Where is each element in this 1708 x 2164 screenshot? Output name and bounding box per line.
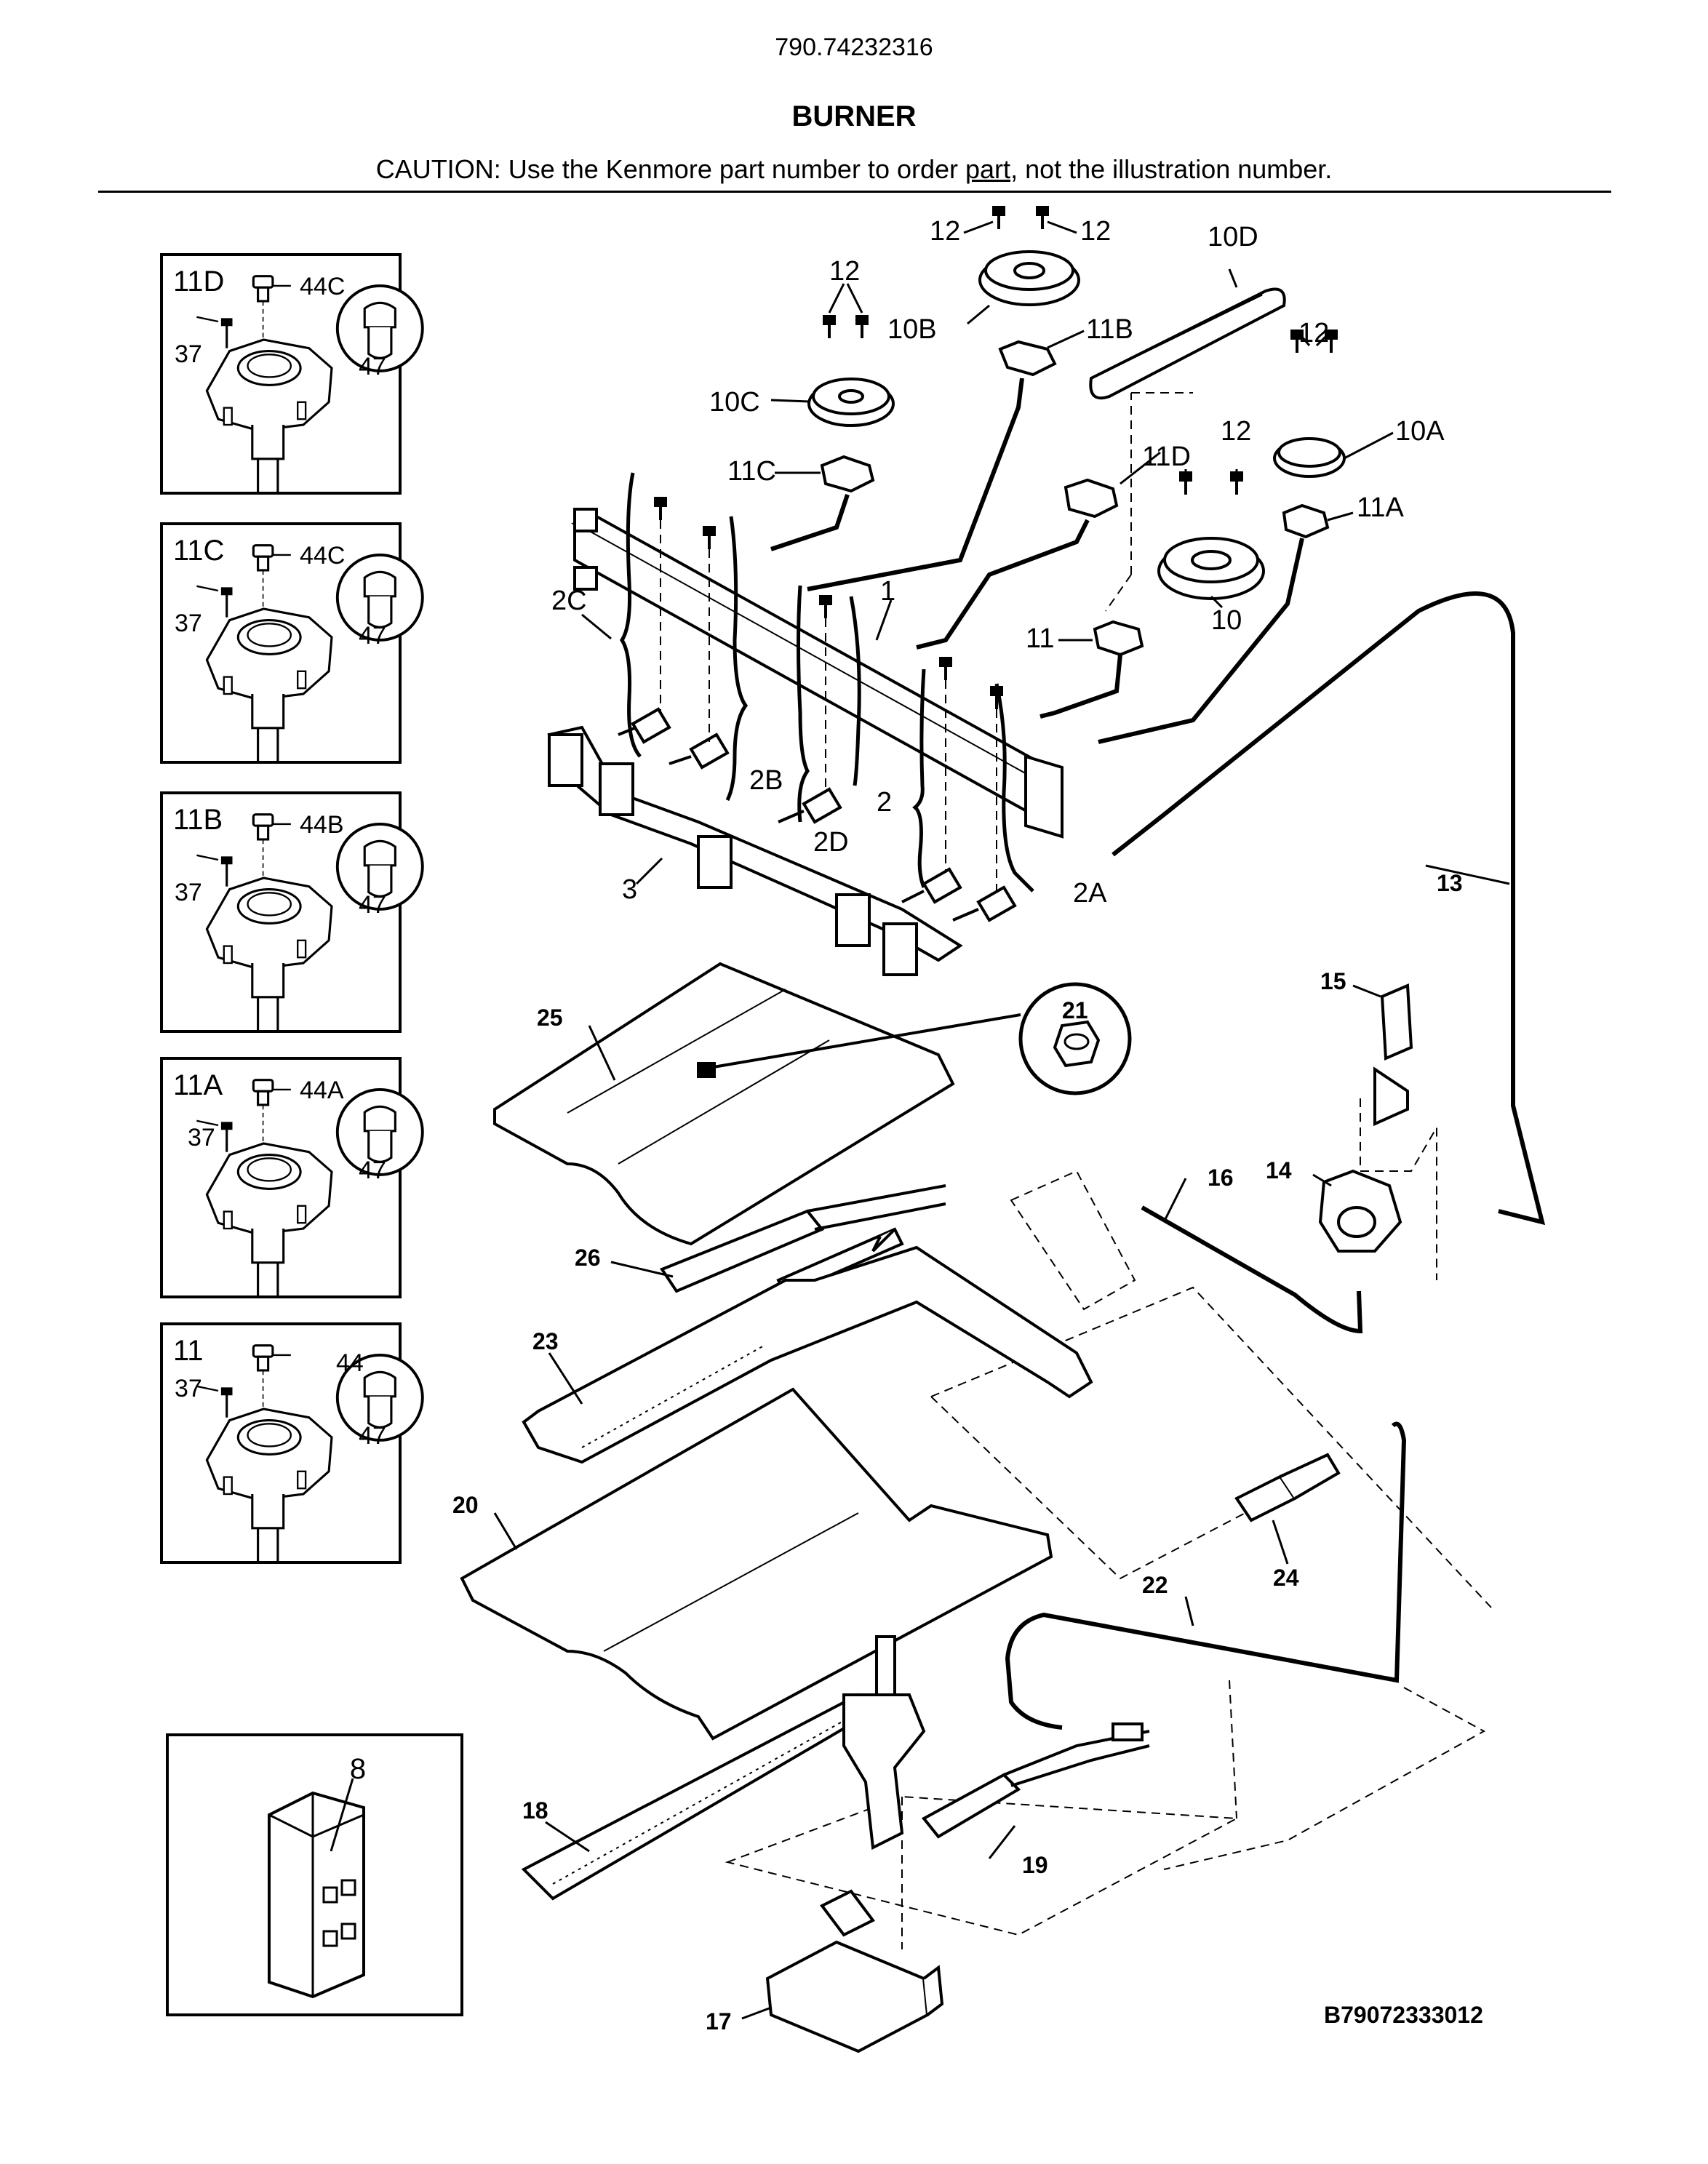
callout-11: 11 [1026, 623, 1054, 654]
callout-2B: 2B [749, 765, 783, 796]
callout-25: 25 [537, 1005, 563, 1031]
manifold [571, 508, 1063, 839]
callout-12: 12 [1221, 416, 1251, 447]
callout-20: 20 [452, 1492, 479, 1518]
callout-21: 21 [1062, 997, 1088, 1023]
orifice-fitting [1234, 1453, 1341, 1522]
callout-12: 12 [829, 256, 860, 287]
model-number: 790.74232316 [775, 33, 933, 61]
inset-id: 11 [173, 1335, 204, 1367]
alignment-lines [660, 392, 1492, 1949]
callout-15: 15 [1320, 968, 1346, 994]
inset-spark-module: 8 [166, 1733, 463, 2016]
callout-11B: 11B [1086, 314, 1133, 345]
callout-23: 23 [532, 1328, 559, 1354]
page-title: BURNER [791, 100, 917, 132]
callout-12: 12 [1080, 216, 1111, 247]
inset-11C: 11C 37 44C 47 [160, 522, 424, 764]
callout-10B: 10B [887, 314, 937, 345]
screws [654, 206, 1338, 709]
broil-igniter [921, 1722, 1150, 1839]
inset-id: 11C [173, 535, 224, 567]
inset-cap-label: 44C [300, 273, 345, 300]
burner-heads [807, 250, 1346, 600]
inset-circle-label: 47 [359, 891, 386, 919]
inset-circle-label: 47 [359, 1422, 386, 1450]
callout-13: 13 [1437, 870, 1463, 896]
inset-screw-label: 37 [175, 340, 202, 368]
callout-3: 3 [622, 874, 637, 905]
bake-burner [522, 1184, 1093, 1464]
callout-26: 26 [575, 1245, 601, 1271]
caution-note: CAUTION: Use the Kenmore part number to … [0, 154, 1708, 185]
inset-11D: 11D 37 44C 47 [160, 253, 424, 495]
callout-18: 18 [522, 1797, 548, 1824]
inset-screw-label: 37 [175, 1375, 202, 1402]
callout-10C: 10C [709, 387, 760, 418]
heat-deflector [493, 962, 955, 1246]
inset-circle-label: 47 [359, 622, 386, 650]
inset-11B: 11B 37 44B 47 [160, 791, 424, 1033]
inset-id: 11D [173, 265, 224, 298]
callout-2C: 2C [551, 586, 587, 616]
inset-cap-label: 44A [300, 1077, 344, 1104]
part-link[interactable]: part [965, 154, 1011, 184]
inset-screw-label: 37 [188, 1124, 215, 1151]
regulator [1318, 983, 1413, 1253]
callout-10: 10 [1211, 605, 1242, 636]
callout-labels-bold: 13 15 14 16 21 25 26 23 20 24 22 18 19 1… [452, 870, 1463, 2035]
callout-10A: 10A [1395, 416, 1445, 447]
callout-12: 12 [930, 216, 960, 247]
callout-16: 16 [1208, 1165, 1234, 1191]
callout-11D: 11D [1142, 442, 1191, 472]
callout-22: 22 [1142, 1572, 1168, 1598]
callout-17: 17 [706, 2008, 732, 2035]
flame-spreader [460, 1387, 1053, 1741]
callout-24: 24 [1273, 1565, 1299, 1591]
header-divider [98, 191, 1611, 193]
inset-cap-label: 44 [336, 1349, 364, 1377]
burner-bases [820, 340, 1330, 657]
callout-1: 1 [880, 576, 895, 607]
callout-leaders [493, 220, 1510, 2020]
callout-10D: 10D [1208, 222, 1258, 252]
callout-11A: 11A [1357, 492, 1404, 523]
burner-valves [618, 707, 1017, 922]
inset-11: 11 37 44 47 [160, 1322, 424, 1564]
caution-prefix: CAUTION: Use the Kenmore part number to … [375, 154, 966, 184]
inset-11A: 11A 37 44A 47 [160, 1057, 424, 1298]
inset-screw-label: 37 [175, 879, 202, 906]
nut-detail [709, 982, 1132, 1095]
valve-bracket [547, 725, 963, 976]
inset-circle-label: 47 [359, 1157, 386, 1184]
callout-14: 14 [1266, 1157, 1292, 1183]
caution-suffix: , not the illustration number. [1010, 154, 1333, 184]
diagram-number: B79072333012 [1324, 2002, 1483, 2028]
inset-id: 11A [173, 1069, 223, 1101]
spark-module-label: 8 [350, 1753, 366, 1785]
gas-safety-valve [765, 1889, 944, 2053]
callout-19: 19 [1022, 1852, 1048, 1878]
callout-labels: 12 12 10D 10B 11B 12 12 10C 10A 12 11C 1… [551, 216, 1445, 909]
gas-tubes [770, 378, 1546, 1730]
callout-2A: 2A [1073, 878, 1107, 909]
inset-cap-label: 44C [300, 542, 345, 570]
group-braces [620, 472, 1034, 893]
callout-11C: 11C [727, 456, 776, 487]
broil-burner [521, 1635, 926, 1901]
inset-circle-label: 47 [359, 353, 386, 380]
callout-2D: 2D [813, 827, 849, 858]
inset-cap-label: 44B [300, 811, 344, 839]
callout-12: 12 [1298, 318, 1329, 348]
inset-id: 11B [173, 804, 223, 836]
callout-2: 2 [877, 787, 892, 818]
inset-screw-label: 37 [175, 610, 202, 637]
